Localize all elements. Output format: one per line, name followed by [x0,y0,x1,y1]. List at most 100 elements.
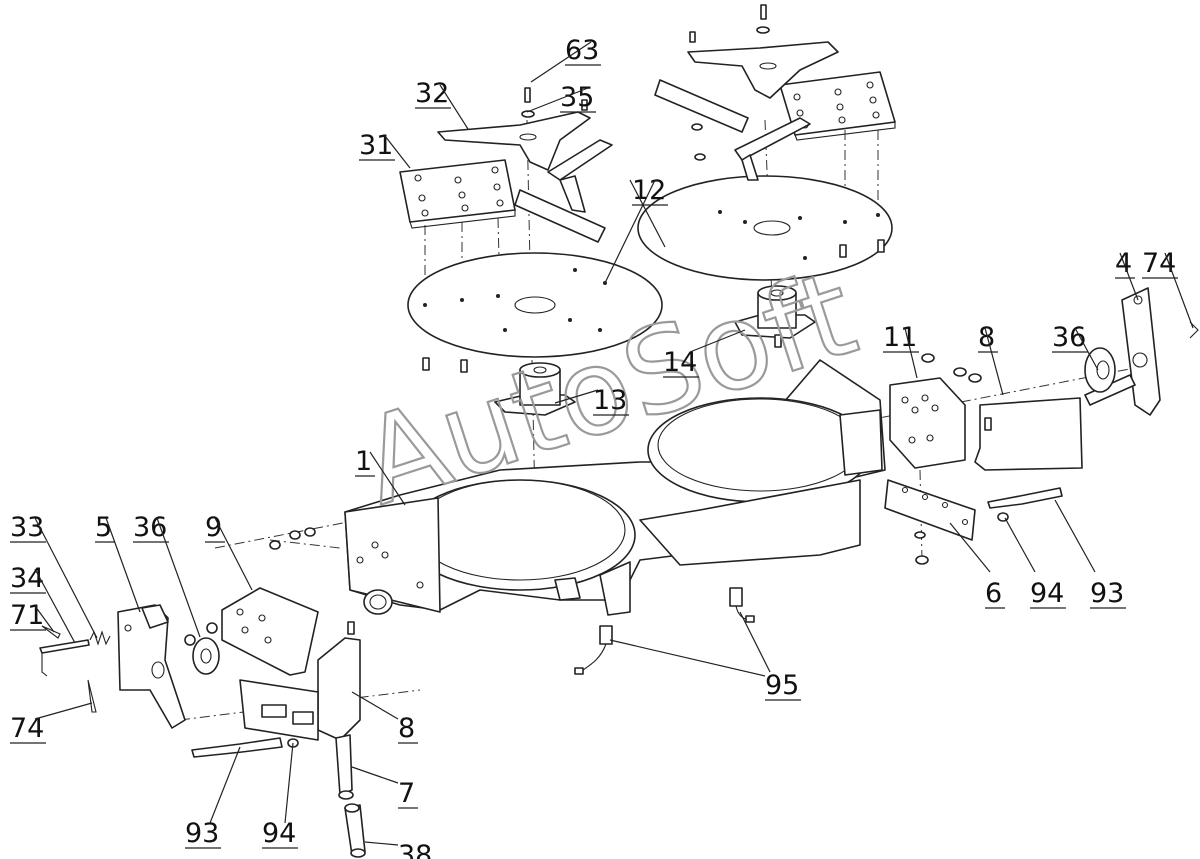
callout-leader [105,517,141,613]
callout-c93l: 93 [185,746,241,849]
callout-number: 63 [565,35,599,66]
mounting-plate-right [779,71,896,141]
callout-leader [209,746,241,824]
gas-strut-93-left [191,737,299,758]
callout-leader [384,135,411,169]
callout-c14: 14 [663,329,746,378]
callout-c35: 35 [526,82,596,113]
callout-c34: 34 [10,563,76,644]
callout-c74l: 74 [10,702,93,744]
callout-leader [1164,252,1194,329]
callout-leader [34,605,55,633]
lever-5-left [117,604,186,729]
mounting-plate-31 [399,159,516,229]
callout-c1: 1 [355,446,406,506]
callout-leader [984,327,1004,396]
callout-c12: 12 [604,175,668,284]
callout-number: 5 [95,512,112,543]
callout-c95: 95 [609,639,801,701]
callout-c4r: 4 [1115,248,1139,301]
washer-36-left [184,622,220,675]
callout-number: 1 [355,446,372,477]
callout-number: 36 [133,512,167,543]
callout-c8r: 8 [978,322,1004,396]
callout-leader [1119,252,1139,301]
gearbox-hub-14 [734,285,816,348]
callout-leader [554,389,599,404]
callout-number: 8 [398,713,415,744]
main-frame-1 [344,359,886,616]
callout-leader [1054,499,1096,573]
callout-number: 6 [985,578,1002,609]
callout-c94r: 94 [1004,517,1066,609]
callout-c94l: 94 [262,742,298,849]
callout-leader [351,766,399,784]
bracket-9-left [221,587,319,676]
callout-leader [1004,517,1036,573]
callout-leader [904,327,918,379]
callout-number: 34 [10,563,44,594]
callout-number: 11 [883,322,917,353]
callout-number: 12 [632,175,666,206]
callout-number: 14 [663,347,697,378]
callout-c9: 9 [205,512,253,591]
gas-strut-93-right [987,487,1063,522]
callout-c33: 33 [10,512,98,639]
callout-number: 71 [10,600,44,631]
callout-c13: 13 [554,385,629,416]
callout-leader [526,87,589,113]
lever-4-right [1084,287,1199,416]
callout-leader [351,691,399,720]
callout-leader [364,841,399,846]
callout-c32: 32 [415,78,469,130]
spreader-disc-right [637,175,893,281]
callout-c36r: 36 [1052,322,1099,371]
callout-leader [34,702,93,720]
callout-leader [530,41,592,83]
cover-8-right [974,397,1083,471]
arm-plate-32 [437,87,613,243]
callout-leader-extra-1 [739,611,771,673]
callout-number: 38 [398,840,432,859]
callout-c74r: 74 [1142,248,1194,329]
cotter-71 [41,625,61,639]
callout-number: 74 [1142,248,1176,279]
callout-leader [439,84,469,130]
callout-number: 95 [765,670,799,701]
callout-leader [689,329,746,353]
spring-33 [89,630,111,646]
nuts-right [914,353,982,565]
callout-leader [34,568,76,644]
callout-number: 94 [262,818,296,849]
callout-leader [156,517,201,638]
callout-leader-extra-0 [629,179,666,248]
nuts-left [269,527,316,550]
callout-number: 94 [1030,578,1064,609]
tube-7 [335,734,354,800]
bracket-11 [889,377,966,469]
callout-number: 32 [415,78,449,109]
callout-number: 33 [10,512,44,543]
callout-leader [609,639,766,677]
cover-8-left [239,621,361,741]
callout-c7: 7 [351,766,418,809]
callout-c71: 71 [10,600,55,633]
rail-6 [884,479,976,541]
callout-number: 31 [359,130,393,161]
pin-34 [39,639,90,677]
callout-number: 8 [978,322,995,353]
sensor-95-a [574,625,613,675]
sensor-95-b [729,587,755,623]
callout-leader [369,451,406,506]
callout-number: 93 [185,818,219,849]
callout-c63a: 63 [530,35,601,83]
spreader-disc-left [407,252,663,373]
cotter-74-left [87,679,97,713]
callout-number: 7 [398,778,415,809]
callout-leader [604,179,656,284]
callout-c11: 11 [883,322,919,379]
callout-number: 13 [593,385,627,416]
